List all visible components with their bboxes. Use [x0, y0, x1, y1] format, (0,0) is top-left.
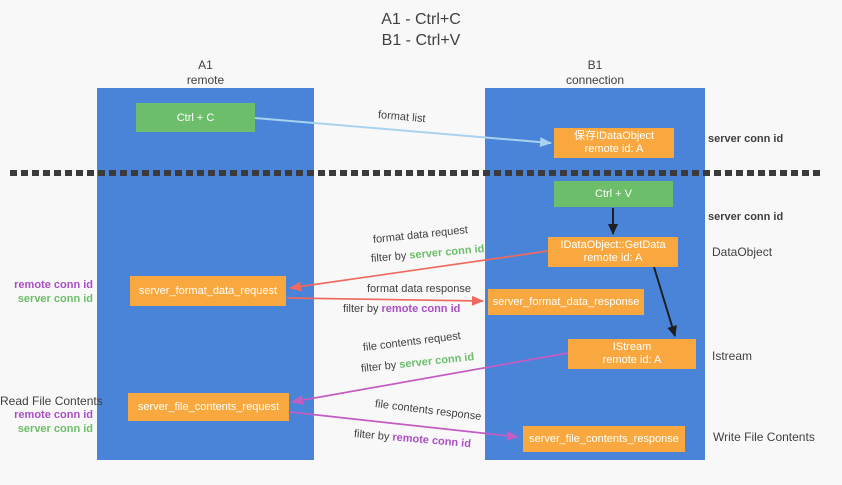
filter-by-text: filter by [360, 359, 400, 375]
edge-label-filter-by-remote-conn-id-1: filter by remote conn id [343, 303, 460, 315]
node-server-file-contents-response: server_file_contents_response [523, 426, 685, 452]
diagram-title: A1 - Ctrl+C B1 - Ctrl+V [0, 9, 842, 51]
side-label-dataobject: DataObject [712, 245, 773, 259]
lane-a1-header: A1 remote [97, 58, 314, 88]
node-text: remote id: A [584, 143, 644, 155]
edge-label-file-contents-request: file contents request [362, 330, 462, 354]
filter-by-text: filter by [370, 249, 410, 265]
node-idataobject-getdata: IDataObject::GetData remote id: A [548, 237, 678, 267]
side-label-server-conn-id-right-mid: server conn id [708, 211, 784, 223]
dotted-divider-line [10, 170, 824, 176]
side-label-read-file-contents: Read File Contents [0, 394, 103, 408]
server-conn-id-text: server conn id [408, 243, 485, 262]
edge-label-filter-by-server-conn-id-2: filter by server conn id [360, 351, 474, 375]
edge-label-format-data-request: format data request [372, 224, 469, 246]
node-text: server_format_data_request [138, 285, 278, 297]
side-label-istream: Istream [712, 349, 753, 363]
edge-label-file-contents-response: file contents response [374, 398, 482, 423]
side-label-server-conn-id-left-top: server conn id [17, 293, 93, 305]
node-istream: IStream remote id: A [568, 339, 696, 369]
node-ctrl-v: Ctrl + V [554, 181, 673, 207]
filter-by-text: filter by [353, 428, 393, 444]
title-line-1: A1 - Ctrl+C [381, 11, 461, 28]
node-text: server_file_contents_response [529, 433, 679, 445]
node-text: Ctrl + C [176, 111, 215, 124]
side-label-server-conn-id-left-bottom: server conn id [17, 423, 93, 435]
title-line-2: B1 - Ctrl+V [381, 32, 461, 49]
node-text: remote id: A [583, 252, 643, 264]
node-text: 保存IDataObject [573, 130, 655, 142]
edge-label-filter-by-server-conn-id-1: filter by server conn id [370, 243, 484, 265]
lane-a1-role: remote [186, 73, 225, 87]
node-text: IStream [612, 341, 652, 353]
lane-a1-name: A1 [198, 58, 213, 72]
edge-label-format-data-response: format data response [367, 283, 471, 295]
node-text: Ctrl + V [595, 188, 632, 200]
server-conn-id-text: server conn id [398, 351, 475, 371]
node-server-format-data-request: server_format_data_request [130, 276, 286, 306]
remote-conn-id-text: remote conn id [391, 431, 472, 451]
left-label-group-format: remote conn id server conn id [0, 278, 93, 306]
filter-by-text: filter by [343, 303, 382, 315]
node-text: server_format_data_response [492, 296, 640, 308]
lane-b1-header: B1 connection [485, 58, 705, 88]
edge-label-filter-by-remote-conn-id-2: filter by remote conn id [353, 428, 471, 450]
edge-label-format-list: format list [377, 109, 427, 126]
left-label-group-file: Read File Contents remote conn id server… [0, 394, 103, 436]
node-text: remote id: A [602, 354, 662, 366]
arrow-format-data-response [286, 295, 484, 306]
side-label-server-conn-id-right-top: server conn id [708, 133, 784, 145]
node-text: server_file_contents_request [137, 401, 280, 413]
side-label-remote-conn-id-left-bottom: remote conn id [14, 409, 93, 421]
side-label-remote-conn-id-left-top: remote conn id [14, 279, 93, 291]
node-server-file-contents-request: server_file_contents_request [128, 393, 289, 421]
node-text: IDataObject::GetData [560, 239, 666, 251]
lane-b1-role: connection [565, 73, 625, 87]
lane-b1-name: B1 [587, 58, 603, 72]
remote-conn-id-text: remote conn id [381, 303, 461, 315]
node-ctrl-c: Ctrl + C [136, 103, 255, 132]
node-server-format-data-response: server_format_data_response [488, 289, 644, 315]
side-label-write-file-contents: Write File Contents [713, 430, 815, 444]
node-save-idataobject: 保存IDataObject remote id: A [554, 128, 674, 158]
